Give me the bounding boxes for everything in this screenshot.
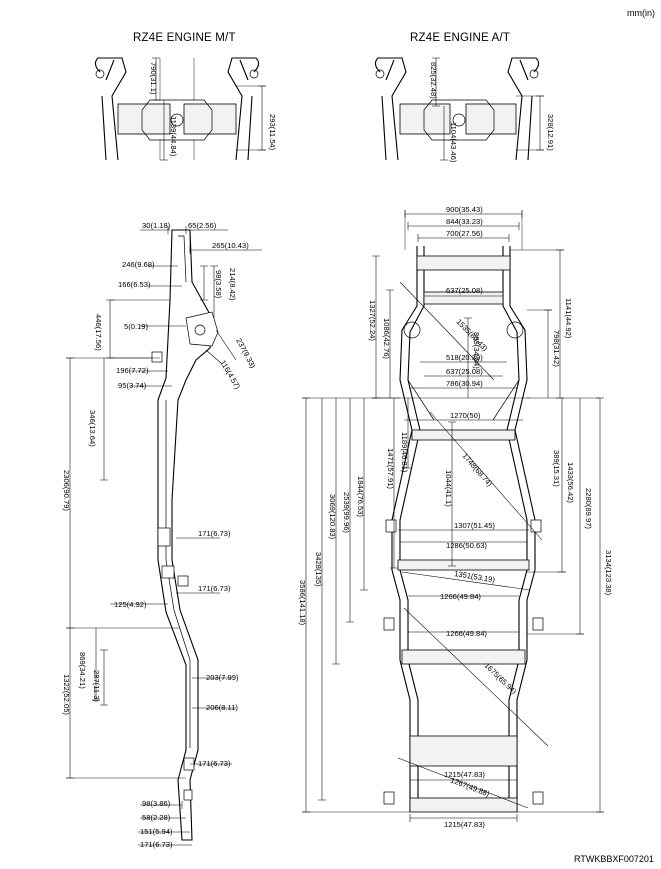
figure-code: RTWKBBXF007201 (574, 854, 654, 864)
at-frame-drawing (374, 57, 540, 161)
plan-dim-label: 637(25.08) (446, 286, 483, 295)
side-view: 30(1.18) 65(2.56) 265(10.43) 246(9.68) 2… (62, 221, 262, 849)
unit-label: mm(in) (627, 8, 655, 18)
side-dim-label: 346(13.64) (88, 410, 97, 447)
plan-dim-label: 1748(68.74) (460, 451, 494, 488)
side-dim-label: 246(9.68) (122, 260, 155, 269)
plan-dim-label: 1189(46.81) (400, 432, 409, 473)
title-mt: RZ4E ENGINE M/T (133, 32, 236, 44)
plan-dim-label: 900(35.43) (446, 205, 483, 214)
plan-dim-label: 885(34.84) (472, 332, 481, 369)
side-dim-label: 95(3.74) (118, 381, 147, 390)
side-dim-label: 65(2.56) (188, 221, 217, 230)
side-dim-label: 1322(52.05) (62, 674, 71, 715)
side-dim-label: 98(3.58) (214, 270, 223, 299)
mt-dimension-lines (152, 57, 266, 161)
side-dim-label: 171(6.73) (198, 759, 231, 768)
side-dim-label: 206(8.11) (206, 703, 238, 712)
plan-dim-label: 798(31.42) (552, 330, 561, 367)
side-dim-label: 125(4.92) (114, 600, 147, 609)
plan-dim-label: 2539(99.96) (342, 492, 351, 533)
plan-dimension-lines (302, 210, 604, 822)
at-dim-label: 825(32.48) (429, 62, 438, 99)
plan-dim-label: 1086(42.76) (382, 318, 391, 359)
side-dim-label: 171(6.73) (198, 584, 231, 593)
side-dim-label: 30(1.18) (142, 221, 171, 230)
side-dim-label: 58(2.28) (142, 813, 171, 822)
plan-dim-label: 1433(56.42) (566, 462, 575, 503)
plan-dim-label: 1215(47.83) (444, 770, 485, 779)
side-dim-label: 171(6.73) (140, 840, 173, 849)
plan-dim-label: 700(27.56) (446, 229, 483, 238)
plan-dim-label: 844(33.23) (446, 217, 483, 226)
mt-dim-label: 293(11.54) (268, 114, 277, 151)
side-dim-label: 237(9.33) (234, 337, 257, 370)
mt-frame-drawing (94, 57, 260, 161)
plan-dim-label: 1307(51.45) (454, 521, 495, 530)
mt-detail: 790(31.1) 1139(44.84) 293(11.54) (94, 57, 277, 161)
plan-dim-label: 3069(120.83) (328, 494, 337, 540)
plan-dim-label: 786(30.94) (446, 379, 483, 388)
plan-dim-label: 637(25.08) (446, 367, 483, 376)
plan-dim-label: 1215(47.83) (444, 820, 485, 829)
plan-frame-drawing (383, 246, 544, 813)
side-dim-label: 98(3.86) (142, 799, 171, 808)
plan-dim-label: 3586(141.18) (298, 580, 307, 626)
at-dimension-lines (432, 57, 544, 161)
plan-dim-label: 1844(76.53) (356, 476, 365, 517)
side-dim-label: 2306(90.79) (62, 470, 71, 511)
side-dim-label: 196(7.72) (116, 366, 149, 375)
side-dim-label: 869(34.21) (78, 652, 87, 689)
plan-dim-label: 1141(44.92) (564, 298, 573, 339)
title-at: RZ4E ENGINE A/T (410, 32, 510, 44)
plan-dim-label: 389(15.31) (552, 450, 561, 487)
plan-dim-label: 1266(49.84) (440, 592, 481, 601)
side-dim-label: 265(10.43) (212, 241, 249, 250)
mt-dim-label: 1139(44.84) (169, 116, 178, 157)
plan-dim-label: 1266(49.84) (446, 629, 487, 638)
side-dim-label: 214(8.42) (228, 268, 237, 301)
plan-dim-label: 3428(135) (314, 552, 323, 587)
at-detail: 825(32.48) 1104(43.46) 328(12.91) (374, 57, 555, 163)
plan-dim-label: 1044(41.1) (444, 470, 453, 507)
plan-dim-label: 518(20.39) (446, 353, 483, 362)
at-dim-label: 1104(43.46) (449, 122, 458, 163)
plan-view: 900(35.43) 844(33.23) 700(27.56) 637(25.… (298, 205, 613, 829)
plan-dim-label: 1675(65.94) (483, 661, 519, 696)
side-dim-label: 171(6.73) (198, 529, 231, 538)
side-dim-label: 116(4.57) (218, 359, 242, 392)
side-dim-label: 446(17.56) (94, 314, 103, 351)
side-dim-label: 287(11.3) (92, 670, 101, 702)
side-dim-label: 166(6.53) (118, 280, 151, 289)
side-dimension-lines (66, 226, 262, 846)
side-frame-drawing (151, 229, 219, 841)
plan-dim-label: 1327(52.24) (368, 300, 377, 341)
side-dim-label: 5(0.19) (124, 322, 149, 331)
plan-dim-label: 1286(50.63) (446, 541, 487, 550)
side-dim-label: 151(5.94) (140, 827, 173, 836)
mt-dim-label: 790(31.1) (149, 62, 158, 95)
plan-dim-label: 1270(50) (450, 411, 481, 420)
at-dim-label: 328(12.91) (546, 114, 555, 151)
plan-dim-label: 2280(89.97) (584, 488, 593, 529)
side-dim-label: 203(7.99) (206, 673, 239, 682)
plan-dim-label: 3134(123.38) (604, 550, 613, 596)
plan-dim-label: 1471(57.91) (386, 448, 395, 489)
